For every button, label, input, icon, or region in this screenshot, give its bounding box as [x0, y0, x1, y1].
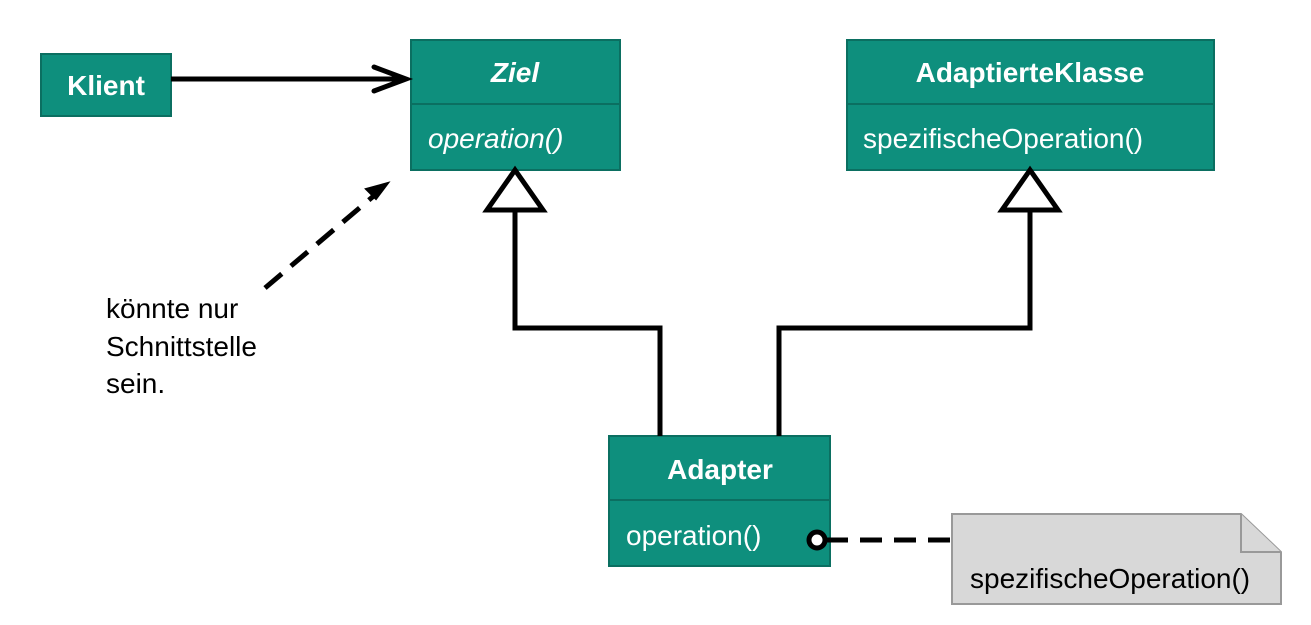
class-adaptierte-klasse: AdaptierteKlasse spezifischeOperation() — [846, 39, 1215, 171]
class-adapter-operation: operation() — [626, 520, 761, 551]
association-klient-ziel — [171, 64, 414, 94]
class-adaptierte-klasse-operation: spezifischeOperation() — [863, 123, 1143, 154]
generalization-line — [776, 210, 1033, 436]
note-text: spezifischeOperation() — [970, 563, 1250, 594]
class-klient: Klient — [40, 53, 172, 117]
class-ziel-name-compartment — [410, 39, 621, 105]
class-adapter-operation-compartment — [608, 499, 831, 567]
annotation-line-1: könnte nur — [106, 293, 238, 324]
generalization-line — [512, 210, 663, 436]
hollow-triangle-icon — [997, 165, 1063, 213]
hollow-triangle-icon — [482, 165, 548, 213]
class-ziel: Ziel operation() — [410, 39, 621, 171]
open-arrowhead-icon — [371, 64, 414, 94]
note-attachment — [806, 529, 952, 551]
annotation-line-3: sein. — [106, 368, 165, 399]
class-ziel-name: Ziel — [490, 57, 540, 88]
arrowhead-icon — [364, 181, 391, 201]
class-adaptierte-klasse-name: AdaptierteKlasse — [916, 57, 1145, 88]
annotation-pointer — [263, 181, 391, 290]
note-box: spezifischeOperation() — [951, 513, 1282, 605]
class-klient-name: Klient — [67, 70, 145, 101]
dashed-pointer-line — [263, 192, 378, 290]
class-adapter-name-compartment — [608, 435, 831, 501]
class-adapter-name: Adapter — [667, 454, 773, 485]
class-adaptierte-klasse-name-compartment — [846, 39, 1215, 105]
note-shape — [951, 513, 1282, 605]
generalization-adapter-adaptierte-klasse — [776, 165, 1063, 436]
class-adapter: Adapter operation() — [608, 435, 831, 567]
generalization-adapter-ziel — [482, 165, 663, 436]
annotation-line-2: Schnittstelle — [106, 331, 257, 362]
class-ziel-operation: operation() — [428, 123, 563, 154]
attachment-circle-icon — [806, 529, 828, 551]
class-ziel-operation-compartment — [410, 103, 621, 171]
class-klient-box — [40, 53, 172, 117]
annotation-text: könnte nur Schnittstelle sein. — [106, 293, 265, 399]
folded-corner-icon — [1240, 514, 1281, 553]
